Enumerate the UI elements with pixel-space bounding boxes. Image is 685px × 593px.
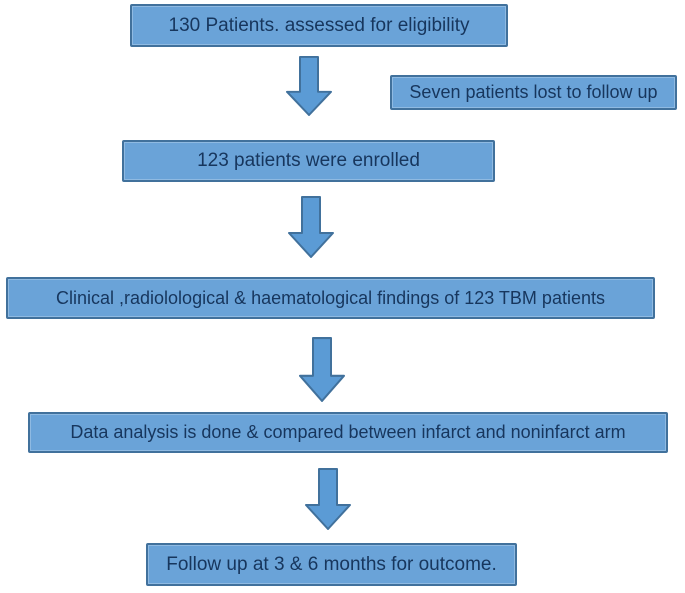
flow-node-analysis: Data analysis is done & compared between…: [28, 412, 668, 453]
flow-node-outcome: Follow up at 3 & 6 months for outcome.: [146, 543, 517, 586]
down-arrow-icon: [286, 56, 332, 116]
flow-node-eligibility-label: 130 Patients. assessed for eligibility: [168, 14, 470, 36]
flow-node-enrolled-label: 123 patients were enrolled: [197, 150, 420, 171]
flow-node-lost-followup: Seven patients lost to follow up: [390, 75, 677, 110]
flow-node-analysis-label: Data analysis is done & compared between…: [70, 422, 626, 442]
flow-node-eligibility: 130 Patients. assessed for eligibility: [130, 4, 508, 47]
down-arrow-icon: [288, 196, 334, 258]
flow-node-enrolled: 123 patients were enrolled: [122, 140, 495, 182]
flow-node-findings-label: Clinical ,radiolological & haematologica…: [56, 287, 605, 308]
down-arrow-icon: [305, 468, 351, 530]
flow-node-outcome-label: Follow up at 3 & 6 months for outcome.: [166, 553, 497, 575]
down-arrow-icon: [299, 337, 345, 402]
flow-node-lost-followup-label: Seven patients lost to follow up: [409, 82, 658, 102]
flow-node-findings: Clinical ,radiolological & haematologica…: [6, 277, 655, 319]
